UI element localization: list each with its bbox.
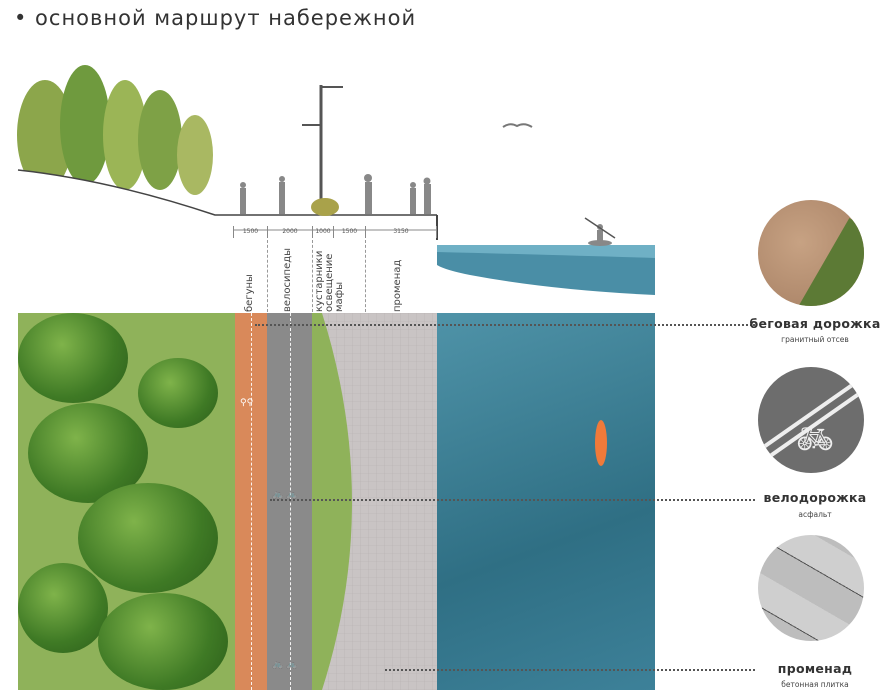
bike-lane-plan <box>267 313 312 690</box>
dimension-running: 1500 <box>233 226 267 238</box>
bike-symbol-icon: 🚲 🚲 <box>272 660 298 670</box>
dimension-bike: 2000 <box>267 226 312 238</box>
page-title: • основной маршрут набережной <box>14 6 417 30</box>
ground-line <box>17 169 437 216</box>
zone-label-bikes: велосипеды <box>282 247 293 312</box>
material-subtitle: асфальт <box>798 510 832 519</box>
kayak-icon <box>595 420 607 466</box>
material-title: велодорожка <box>763 490 867 505</box>
seagull-icon <box>502 123 533 128</box>
zone-label-shrubs-lighting: кустарники освещение мафы <box>314 250 345 312</box>
runner-icon: ⚲⚲ <box>240 398 254 408</box>
dimension-promenade: 3150 <box>365 226 437 238</box>
shrub-icon <box>311 198 339 216</box>
material-subtitle: бетонная плитка <box>781 680 849 689</box>
park-plan <box>18 313 235 690</box>
leader-running <box>255 324 755 326</box>
leader-promenade <box>385 669 755 671</box>
water-plan <box>437 313 655 690</box>
people-silhouettes <box>240 174 431 214</box>
zone-label-promenade: променад <box>392 259 403 312</box>
material-title: беговая дорожка <box>749 316 881 331</box>
material-subtitle: гранитный отсев <box>781 335 849 344</box>
material-title: променад <box>777 661 853 676</box>
concrete-tile-swatch <box>758 535 864 641</box>
kayaker-icon <box>584 217 616 246</box>
bike-symbol-icon: 🚲 🚲 <box>272 490 298 500</box>
bicycle-icon: 🚲︎ <box>796 422 835 457</box>
trees-elevation <box>17 65 213 195</box>
lamp-post-icon <box>302 85 343 212</box>
promenade-plan <box>322 313 437 690</box>
leader-bike <box>270 499 755 501</box>
dimension-amenities: 1500 <box>333 226 365 238</box>
dimension-shrubs: 1000 <box>312 226 333 238</box>
granite-swatch <box>758 200 864 306</box>
section-elevation <box>17 65 655 295</box>
water-section <box>437 245 655 295</box>
zone-label-runners: бегуны <box>244 274 255 312</box>
asphalt-swatch: 🚲︎ <box>758 367 864 473</box>
